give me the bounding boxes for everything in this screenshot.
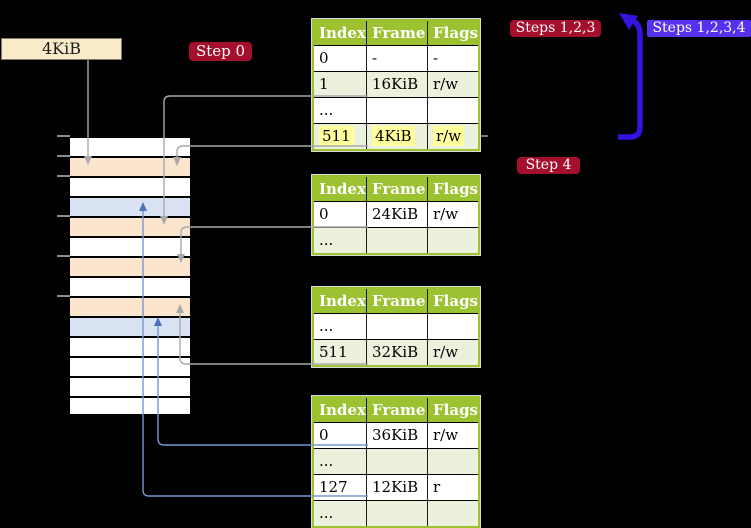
table-cell: 511 xyxy=(314,124,366,149)
table-cell xyxy=(366,501,427,526)
memory-tick-mark xyxy=(57,215,70,217)
column-header-frame: Frame xyxy=(366,398,427,422)
frame-address-label: 4KiB xyxy=(1,38,122,60)
memory-column xyxy=(70,136,190,416)
column-header-frame: Frame xyxy=(366,177,427,201)
table-cell: - xyxy=(366,46,427,71)
table-row: 511 4KiB r/w xyxy=(314,123,478,149)
column-header-index: Index xyxy=(319,401,366,419)
table-cell: 12KiB xyxy=(366,475,427,500)
memory-tick-mark xyxy=(57,155,70,157)
column-header-index: Index xyxy=(319,24,366,42)
memory-frame-row-white xyxy=(70,376,190,396)
table-row: ... xyxy=(314,500,478,526)
memory-tick-mark xyxy=(57,255,70,257)
table-cell xyxy=(366,314,427,339)
table-cell: 0 xyxy=(319,426,329,444)
badge-steps-1-2-3-4: Steps 1,2,3,4 xyxy=(647,20,751,37)
table-cell xyxy=(427,314,478,339)
table-cell xyxy=(427,501,478,526)
memory-frame-row-peach xyxy=(70,296,190,316)
memory-tick-mark xyxy=(57,135,70,137)
table-cell: 511 xyxy=(319,343,348,361)
memory-frame-row-blue xyxy=(70,196,190,216)
highlighted-value: 4KiB xyxy=(372,126,415,146)
table-cell xyxy=(427,98,478,123)
column-header-frame: Frame xyxy=(366,21,427,45)
table-cell: 0 xyxy=(319,49,329,67)
table-cell: r/w xyxy=(427,124,478,149)
column-header-flags: Flags xyxy=(427,398,478,422)
table-cell xyxy=(366,98,427,123)
badge-steps-1-2-3: Steps 1,2,3 xyxy=(510,20,601,37)
memory-frame-row-white xyxy=(70,276,190,296)
table-cell: r/w xyxy=(427,202,478,227)
table-row: 0 -- xyxy=(314,45,478,71)
column-header-index: Index xyxy=(319,292,366,310)
table-cell: - xyxy=(427,46,478,71)
column-header-index: Index xyxy=(319,180,366,198)
column-header-flags: Flags xyxy=(427,21,478,45)
column-header-flags: Flags xyxy=(427,177,478,201)
table-row: ... xyxy=(314,448,478,474)
table-cell: ... xyxy=(319,452,334,470)
column-header-flags: Flags xyxy=(427,289,478,313)
memory-tick-mark xyxy=(57,295,70,297)
memory-frame-row-white xyxy=(70,176,190,196)
table-cell: r/w xyxy=(427,340,478,365)
table-cell xyxy=(427,449,478,474)
column-header-frame: Frame xyxy=(366,289,427,313)
highlighted-value: r/w xyxy=(433,126,465,146)
memory-frame-row-white xyxy=(70,356,190,376)
table-cell: 4KiB xyxy=(366,124,427,149)
table-cell: ... xyxy=(319,231,334,249)
table-cell: ... xyxy=(319,504,334,522)
table-cell: 16KiB xyxy=(366,72,427,97)
badge-step-0: Step 0 xyxy=(189,42,252,61)
memory-tick-mark xyxy=(57,175,70,177)
memory-frame-row-peach xyxy=(70,216,190,236)
table-cell: ... xyxy=(319,101,334,119)
badge-step-4: Step 4 xyxy=(517,157,580,174)
memory-frame-row-white xyxy=(70,396,190,416)
memory-frame-row-white xyxy=(70,236,190,256)
table-row: ... xyxy=(314,97,478,123)
table-cell xyxy=(366,449,427,474)
table-cell: ... xyxy=(319,317,334,335)
table-cell: 127 xyxy=(319,478,348,496)
recursive-loop-arrow xyxy=(618,13,643,140)
memory-frame-row-peach xyxy=(70,256,190,276)
table-cell: 1 xyxy=(319,75,329,93)
memory-frame-row-peach xyxy=(70,156,190,176)
memory-frame-row-blue xyxy=(70,316,190,336)
table-cell: r xyxy=(427,475,478,500)
table-cell xyxy=(427,228,478,253)
table-cell: 32KiB xyxy=(366,340,427,365)
table-cell xyxy=(366,228,427,253)
table-cell: r/w xyxy=(427,423,478,448)
table-cell: 0 xyxy=(319,205,329,223)
table-row: ... xyxy=(314,227,478,253)
table-cell: r/w xyxy=(427,72,478,97)
table-cell: 24KiB xyxy=(366,202,427,227)
table-row: ... xyxy=(314,313,478,339)
table-cell: 36KiB xyxy=(366,423,427,448)
memory-frame-row-white xyxy=(70,336,190,356)
highlighted-value: 511 xyxy=(319,126,354,146)
memory-frame-row-white xyxy=(70,136,190,156)
